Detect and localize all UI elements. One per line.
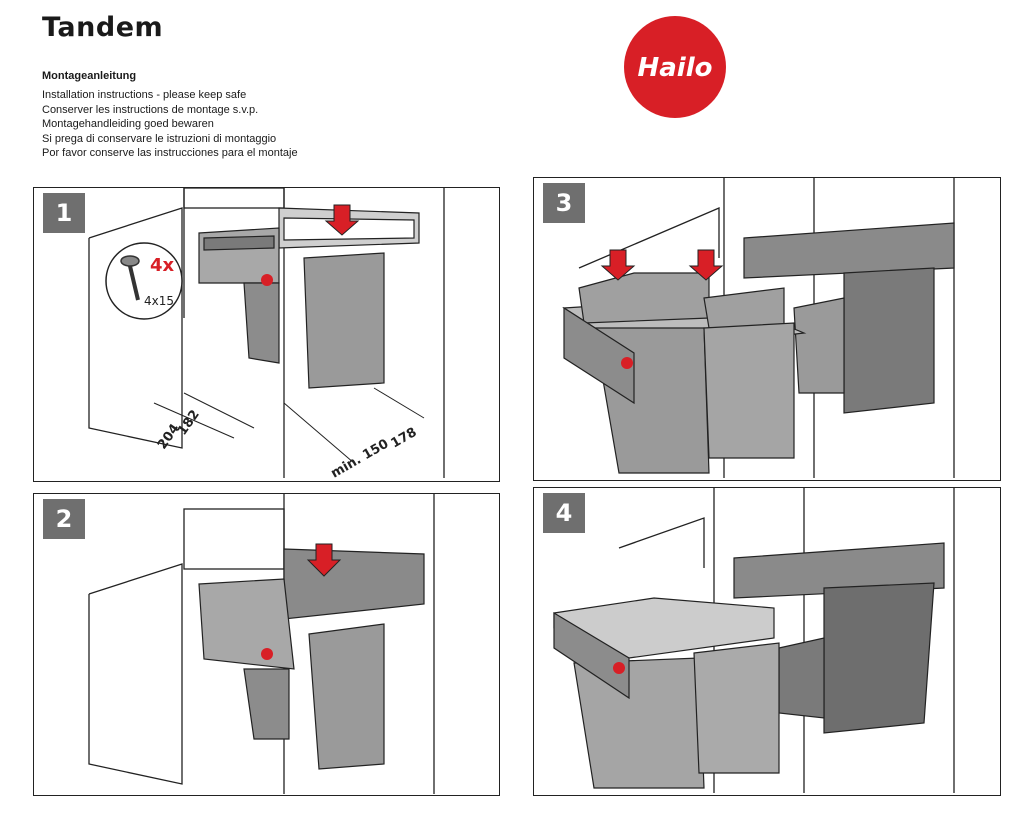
- instruction-line: Installation instructions - please keep …: [42, 89, 247, 101]
- down-arrow-icon: [324, 204, 360, 236]
- dimension-label: 178: [389, 425, 420, 452]
- step-number: 1: [43, 193, 85, 233]
- instruction-line: Conserver les instructions de montage s.…: [42, 103, 259, 116]
- step-1-illustration: 4x 4x15 182 204 min. 150 178: [88, 188, 445, 481]
- handle-logo-icon: [261, 648, 273, 660]
- down-arrow-icon: [600, 249, 636, 281]
- down-arrow-icon: [688, 249, 724, 281]
- step-number: 4: [543, 493, 585, 533]
- screw-count: 4x: [150, 255, 175, 276]
- hailo-logo: Hailo: [624, 16, 726, 118]
- step-2-illustration: [88, 494, 435, 794]
- instruction-lines: Installation instructions - please keep …: [42, 88, 298, 161]
- document-subtitle: Montageanleitung: [42, 70, 137, 82]
- handle-logo-icon: [621, 357, 633, 369]
- screw-icon: [120, 255, 140, 301]
- down-arrow-icon: [306, 543, 342, 577]
- instruction-line: Por favor conserve las instrucciones par…: [42, 147, 298, 160]
- logo-text: Hailo: [638, 53, 713, 83]
- document-title: Tandem: [42, 12, 164, 43]
- instruction-line: Montagehandleiding goed bewaren: [42, 118, 214, 131]
- step-number: 2: [43, 499, 85, 539]
- step-3-panel: 3: [533, 177, 1001, 481]
- screw-size: 4x15: [144, 294, 174, 308]
- step-4-illustration: [553, 488, 955, 793]
- dimension-label: min. 150: [329, 437, 392, 481]
- step-1-panel: 1 4x 4x15 1: [33, 187, 500, 482]
- step-2-panel: 2: [33, 493, 500, 796]
- handle-logo-icon: [613, 662, 625, 674]
- step-4-panel: 4: [533, 487, 1001, 796]
- instruction-line: Si prega di conservare le istruzioni di …: [42, 132, 277, 145]
- step-3-illustration: [562, 178, 955, 478]
- handle-logo-icon: [261, 274, 273, 286]
- step-number: 3: [543, 183, 585, 223]
